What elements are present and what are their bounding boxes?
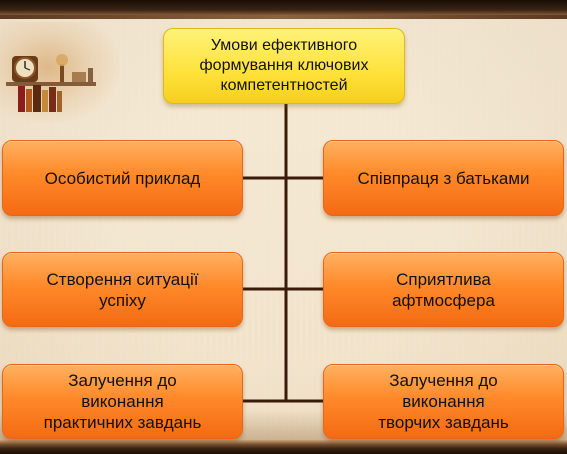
root-node-label: Умови ефективного формування ключових ко… [199,37,369,94]
left-node-1-label: Особистий приклад [44,168,201,188]
top-frame [0,0,567,18]
right-node-2: Сприятлива афтмосфера [323,252,564,327]
left-node-2: Створення ситуації успіху [2,252,243,327]
right-node-1-label: Співпраця з батьками [357,168,530,188]
right-node-1: Співпраця з батьками [323,140,564,216]
left-node-3-label: Залучення до виконання практичних завдан… [43,371,202,432]
top-frame-stripe [0,15,567,19]
clock-and-books-icon [0,22,120,122]
root-node: Умови ефективного формування ключових ко… [163,28,405,104]
right-node-2-label: Сприятлива афтмосфера [392,269,495,310]
right-node-3: Залучення до виконання творчих завдань [323,364,564,439]
left-node-3: Залучення до виконання практичних завдан… [2,364,243,439]
left-node-1: Особистий приклад [2,140,243,216]
right-node-3-label: Залучення до виконання творчих завдань [378,371,509,432]
bottom-frame [0,440,567,454]
left-node-2-label: Створення ситуації успіху [46,269,199,310]
